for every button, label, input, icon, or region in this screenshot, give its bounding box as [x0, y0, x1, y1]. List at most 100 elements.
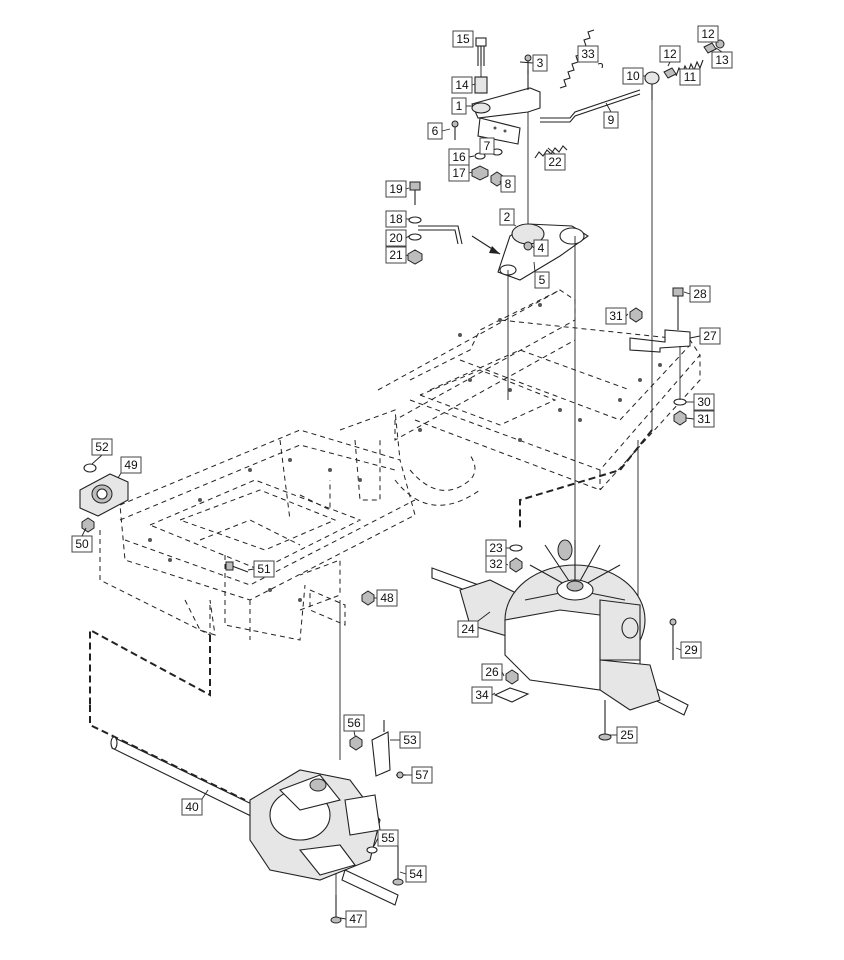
callout-box [697, 25, 719, 43]
callout-number: 52 [95, 440, 109, 454]
callout-1: 1 [451, 97, 472, 115]
callout-11: 11 [679, 68, 701, 86]
leader-line [353, 730, 356, 737]
callout-number: 55 [381, 831, 395, 845]
callout-13: 13 [711, 47, 733, 69]
callout-box [711, 51, 733, 69]
callout-box [448, 164, 470, 182]
callout-box [481, 663, 503, 681]
callout-number: 1 [456, 99, 463, 113]
callout-box [385, 180, 407, 198]
callout-number: 56 [347, 716, 361, 730]
callout-number: 32 [489, 557, 503, 571]
callout-box [534, 271, 550, 289]
leader-line [533, 261, 536, 273]
callout-54: 54 [399, 865, 427, 883]
callout-number: 8 [505, 177, 512, 191]
callout-34: 34 [471, 686, 496, 704]
callout-10: 10 [622, 67, 645, 85]
leader-line [339, 917, 347, 920]
callout-23: 23 [485, 539, 510, 557]
callout-12a: 12 [697, 25, 719, 43]
callout-box [605, 307, 627, 325]
callout-number: 47 [349, 912, 363, 926]
callout-30: 30 [686, 393, 715, 411]
callout-number: 33 [581, 47, 595, 61]
leader-line [91, 454, 103, 465]
leader-line [201, 789, 209, 800]
callout-box [679, 68, 701, 86]
callout-20: 20 [385, 229, 410, 247]
callout-26: 26 [481, 663, 505, 681]
callout-4: 4 [531, 239, 549, 257]
callout-50: 50 [71, 527, 93, 553]
callout-47: 47 [339, 910, 367, 928]
callout-box [532, 54, 548, 72]
callout-box [485, 555, 507, 573]
callout-box [544, 153, 566, 171]
callout-number: 50 [75, 537, 89, 551]
callout-28: 28 [683, 285, 711, 303]
bolt-51 [225, 561, 249, 573]
callout-15: 15 [452, 30, 474, 48]
callout-box [693, 393, 715, 411]
callout-25: 25 [610, 726, 638, 744]
bearing-assembly [79, 463, 129, 533]
callout-number: 30 [697, 395, 711, 409]
callout-box [120, 456, 142, 474]
reference-lines [335, 66, 681, 905]
callout-box [471, 686, 493, 704]
callout-number: 21 [389, 248, 403, 262]
callout-9: 9 [603, 102, 619, 129]
callout-3: 3 [519, 54, 548, 72]
callout-number: 5 [539, 273, 546, 287]
callout-number: 29 [684, 643, 698, 657]
callout-27: 27 [689, 327, 721, 345]
callout-number: 19 [389, 182, 403, 196]
callout-31a: 31 [605, 307, 629, 325]
callout-box [399, 731, 421, 749]
callout-box [499, 208, 515, 226]
callout-22: 22 [544, 147, 566, 171]
callout-29: 29 [675, 641, 702, 659]
callout-box [377, 829, 399, 847]
callout-52: 52 [91, 438, 113, 465]
callout-box [385, 229, 407, 247]
callout-56: 56 [343, 714, 365, 737]
callout-box [385, 210, 407, 228]
callout-box [345, 910, 367, 928]
leader-line [519, 61, 534, 64]
callout-18: 18 [385, 210, 409, 228]
callout-19: 19 [385, 180, 410, 198]
callout-number: 6 [432, 124, 439, 138]
chassis-frame [89, 289, 701, 801]
callout-number: 17 [452, 166, 466, 180]
leader-line [477, 611, 491, 622]
callout-box [253, 560, 275, 578]
callout-55: 55 [373, 829, 399, 847]
callout-12b: 12 [659, 45, 681, 67]
callout-6: 6 [427, 122, 451, 140]
callout-box [91, 438, 113, 456]
callout-number: 11 [684, 70, 697, 84]
callout-57: 57 [406, 766, 433, 784]
callout-number: 31 [609, 309, 623, 323]
nut-48 [361, 590, 375, 606]
leader-line [689, 335, 701, 339]
callout-number: 15 [456, 32, 470, 46]
callout-number: 54 [409, 867, 423, 881]
callout-number: 25 [620, 728, 634, 742]
callout-box [376, 589, 398, 607]
callout-53: 53 [390, 731, 421, 749]
callout-number: 28 [693, 287, 707, 301]
callout-box [181, 798, 203, 816]
leader-line [675, 647, 682, 651]
callout-31b: 31 [685, 410, 715, 428]
leader-line [399, 871, 407, 875]
callout-box [451, 97, 467, 115]
callout-number: 26 [485, 665, 499, 679]
callout-box [457, 620, 479, 638]
callout-number: 12 [701, 27, 715, 41]
leader-line [117, 472, 122, 479]
